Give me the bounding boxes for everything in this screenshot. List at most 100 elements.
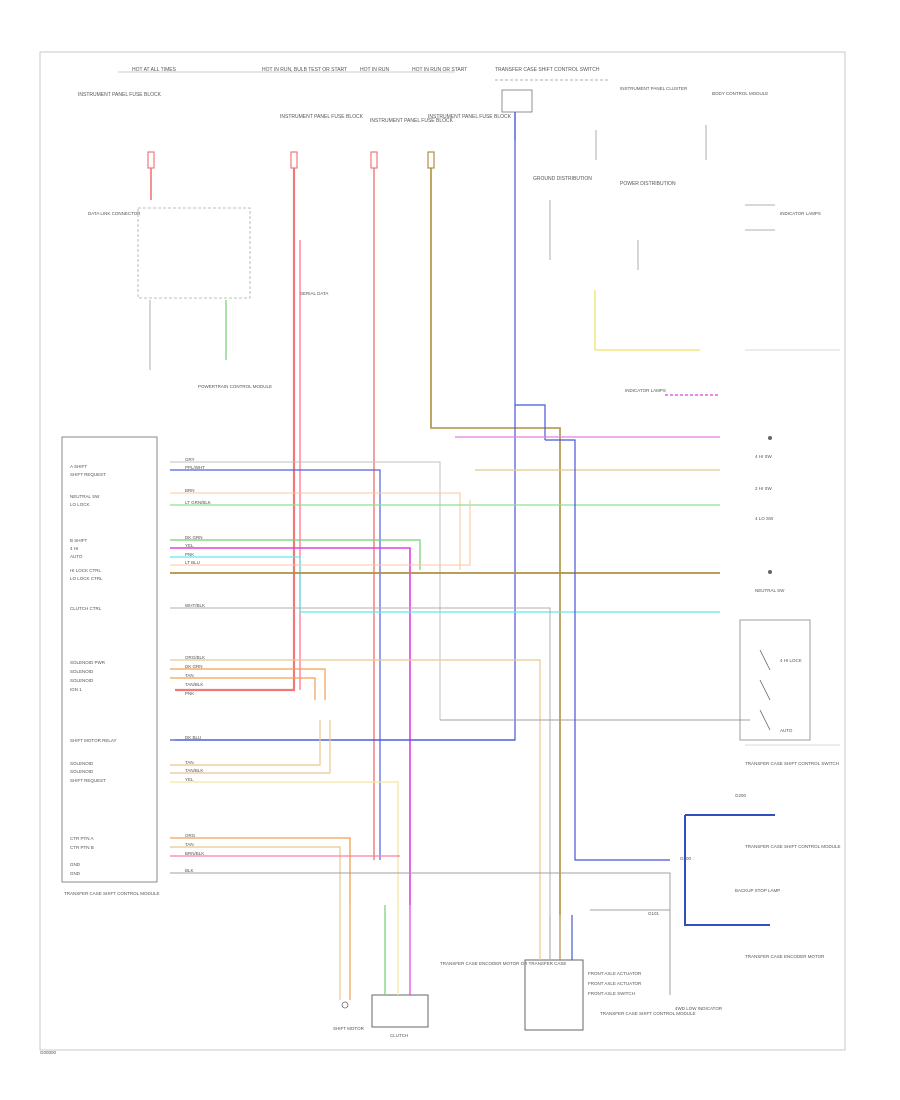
top-label-fuse-block-4: INSTRUMENT PANEL FUSE BLOCK [428,114,512,120]
wire-blue [170,469,381,860]
wire-orange [170,668,326,700]
wire-label: PNK [185,552,194,557]
module-block: TRANSFER CASE SHIFT CONTROL MODULE A SHI… [61,436,160,896]
wire-label: PPL/WHT [185,465,205,470]
cluster-box [137,207,251,299]
top-label-ground-distribution: GROUND DISTRIBUTION [533,176,592,182]
wire-tan [170,846,341,905]
wire-label: DK GRN [185,664,203,669]
fuse-icon [370,151,378,169]
bottom-label: CLUTCH [390,1033,408,1038]
bottom-label: FRONT AXLE ACTUATOR [588,981,642,986]
shift-switch-box [739,619,811,741]
wire-blue [515,404,546,440]
wire-label: YEL [185,777,194,782]
wire-label: YEL [185,543,194,548]
top-label-tcsc-switch: TRANSFER CASE SHIFT CONTROL SWITCH [495,67,600,73]
actuator-box [524,959,584,1031]
pin-label: B SHIFT [70,538,88,543]
top-label-fuse-block-3: INSTRUMENT PANEL FUSE BLOCK [370,118,454,124]
wire-orange [170,677,316,700]
wire-label: TAN [185,842,194,847]
top-label-hot-run-bulb: HOT IN RUN, BULB TEST OR START [262,67,347,73]
bottom-label: G101 [648,911,660,916]
bottom-label: TRANSFER CASE SHIFT CONTROL MODULE [600,1011,696,1016]
pin-label: LO LOCK CTRL [70,576,103,581]
horizontal-wires [170,436,775,926]
wire-olive [430,168,561,915]
wire-labels: GRY PPL/WHT BRN LT GRN/BLK DK GRN YEL PN… [185,457,211,873]
wire-label: BRN [185,488,195,493]
wire-darkblue [684,814,775,926]
top-power-section: HOT AT ALL TIMES HOT IN RUN, BULB TEST O… [78,67,821,389]
pin-label: GND [70,862,81,867]
fuse-icon [147,151,155,169]
conn-label: DATA LINK CONNECTOR [88,211,141,216]
wire-label: DK GRN [185,535,203,540]
wire-label: ORG/BLK [185,655,205,660]
right-label: 4 HI SW [755,454,773,459]
wire-label: GRY [185,457,195,462]
conn-label: INSTRUMENT PANEL CLUSTER [620,86,688,91]
wire-label: PNK [185,691,194,696]
motor-icon [341,1001,349,1009]
pin-label: GND [70,871,81,876]
right-label: G300 [680,856,692,861]
bottom-label: FRONT AXLE ACTUATOR [588,971,642,976]
wire-blue [545,439,670,861]
bottom-section: SHIFT MOTOR CLUTCH TRANSFER CASE ENCODER… [333,905,723,1038]
ground-terminal-icon [768,436,772,440]
pin-label: SOLENOID [70,769,94,774]
wire-tan [170,720,321,766]
frame-code: G00000 [40,1050,57,1055]
wire-lightblue [170,556,720,613]
pin-label: A SHIFT [70,464,87,469]
conn-label: SERIAL DATA [300,291,328,296]
pin-label: CLUTCH CTRL [70,606,102,611]
bottom-label: TRANSFER CASE ENCODER MOTOR OR TRANSFER … [440,961,566,966]
bottom-label: 4WD LOW INDICATOR [675,1006,723,1011]
wire-label: TAN [185,760,194,765]
pin-label: HI LOCK CTRL [70,568,102,573]
wire-label: BRN/BLK [185,851,204,856]
top-label-hot-run-start: HOT IN RUN OR START [412,67,467,73]
pin-label: SHIFT REQUEST [70,472,106,477]
right-label: 2 HI SW [755,486,773,491]
fuse-icon [290,151,298,169]
pin-label: CTR PTN A [70,836,94,841]
clutch-box [371,994,429,1028]
wire-label: TAN/BLK [185,768,203,773]
wire-label: LT GRN/BLK [185,500,211,505]
right-label: 4 LO SW [755,516,774,521]
right-label: TRANSFER CASE ENCODER MOTOR [745,954,825,959]
conn-label: POWERTRAIN CONTROL MODULE [198,384,272,389]
wire-gray [170,607,551,915]
pin-label: LO LOCK [70,502,90,507]
pin-label: SOLENOID [70,678,94,683]
wire-tan [170,659,541,915]
right-label: TRANSFER CASE SHIFT CONTROL MODULE [745,844,841,849]
pin-label: IGN 1 [70,687,82,692]
right-section: INDICATOR LAMPS 4 HI SW 2 HI SW 4 LO SW … [625,349,841,959]
wire-label: LT BLU [185,560,200,565]
conn-label: INDICATOR LAMPS [780,211,821,216]
wire-label: WHT/BLK [185,603,205,608]
pin-label: 4 HI [70,546,78,551]
wire-label: DK BLU [185,735,201,740]
top-label-fuse-block-1: INSTRUMENT PANEL FUSE BLOCK [78,92,162,98]
wire-gray [170,872,671,910]
pin-label: SHIFT MOTOR RELAY [70,738,117,743]
fuse-icon [427,151,435,169]
right-label: INDICATOR LAMPS [625,388,666,393]
switch-icon [501,89,533,113]
right-label: AUTO [780,728,793,733]
pin-label: SOLENOID PWR [70,660,106,665]
right-label: 4 HI LOCK [780,658,802,663]
wire-blue [175,140,516,741]
wire-tan [170,720,331,774]
pin-label: AUTO [70,554,83,559]
vertical-wires [150,140,561,915]
right-label: TRANSFER CASE SHIFT CONTROL SWITCH [745,761,839,766]
ground-terminal-icon [768,570,772,574]
pin-label: SOLENOID [70,761,94,766]
